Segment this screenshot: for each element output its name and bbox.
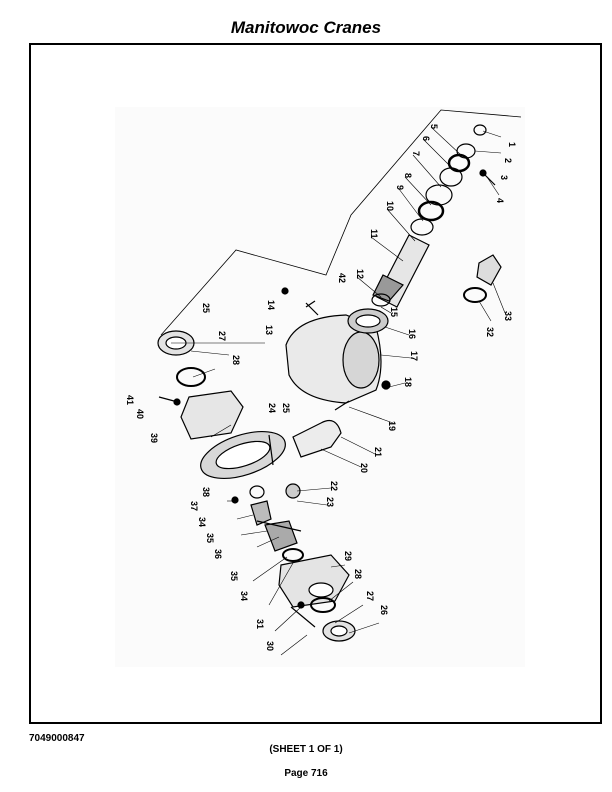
callout-10: 10 xyxy=(385,201,395,211)
callout-22: 22 xyxy=(329,481,339,491)
callout-42: 42 xyxy=(337,273,347,283)
callout-14: 14 xyxy=(266,300,276,310)
callout-24: 24 xyxy=(267,403,277,413)
spider-gears xyxy=(231,483,304,562)
callout-23: 23 xyxy=(325,497,335,507)
page-number: Page 716 xyxy=(284,768,328,779)
carrier-housing xyxy=(285,308,391,404)
callout-38: 38 xyxy=(201,487,211,497)
differential-case-lower xyxy=(278,554,350,608)
yoke-and-seal xyxy=(463,254,502,303)
callout-18: 18 xyxy=(403,377,413,387)
page-title: Manitowoc Cranes xyxy=(230,18,382,37)
callout-17: 17 xyxy=(409,351,419,361)
callout-8: 8 xyxy=(403,173,413,178)
lower-bearing xyxy=(290,597,356,642)
callout-29: 29 xyxy=(343,551,353,561)
callout-25: 25 xyxy=(281,403,291,413)
callout-6: 6 xyxy=(421,136,431,141)
callout-9: 9 xyxy=(395,185,405,190)
callout-3: 3 xyxy=(499,175,509,180)
leader-lines xyxy=(171,126,506,656)
callout-25b: 25 xyxy=(201,303,211,313)
bolts-13-14 xyxy=(281,287,319,316)
callout-40: 40 xyxy=(135,409,145,419)
boundary-line xyxy=(160,109,522,336)
callout-34: 34 xyxy=(197,517,207,527)
callout-2: 2 xyxy=(503,158,513,163)
callout-33: 33 xyxy=(503,311,513,321)
callout-numbers: 1 2 3 4 5 6 7 8 9 10 11 12 13 14 15 16 1… xyxy=(125,124,517,651)
callout-4: 4 xyxy=(495,198,505,203)
exploded-view-diagram: 1 2 3 4 5 6 7 8 9 10 11 12 13 14 15 16 1… xyxy=(115,107,525,667)
callout-41: 41 xyxy=(125,395,135,405)
diagram-frame: 1 2 3 4 5 6 7 8 9 10 11 12 13 14 15 16 1… xyxy=(29,43,602,724)
callout-26: 26 xyxy=(379,605,389,615)
callout-19: 19 xyxy=(387,421,397,431)
callout-21: 21 xyxy=(373,447,383,457)
callout-36: 36 xyxy=(213,549,223,559)
document-number: 7049000847 xyxy=(29,733,85,744)
callout-30: 30 xyxy=(265,641,275,651)
sheet-indicator: (SHEET 1 OF 1) xyxy=(269,744,343,755)
callout-5: 5 xyxy=(429,124,439,129)
callout-28b: 28 xyxy=(353,569,363,579)
callout-35b: 35 xyxy=(229,571,239,581)
callout-1: 1 xyxy=(507,142,517,147)
ring-gear xyxy=(200,431,286,479)
adjuster-lock xyxy=(292,400,350,458)
callout-31: 31 xyxy=(255,619,265,629)
callout-7: 7 xyxy=(411,151,421,156)
callout-32: 32 xyxy=(485,327,495,337)
callout-34b: 34 xyxy=(239,591,249,601)
callout-28: 28 xyxy=(231,355,241,365)
callout-11: 11 xyxy=(369,229,379,239)
callout-16: 16 xyxy=(407,329,417,339)
callout-15: 15 xyxy=(389,307,399,317)
callout-39: 39 xyxy=(149,433,159,443)
callout-35: 35 xyxy=(205,533,215,543)
callout-13: 13 xyxy=(264,325,274,335)
callout-27b: 27 xyxy=(365,591,375,601)
callout-27: 27 xyxy=(217,331,227,341)
callout-37: 37 xyxy=(189,501,199,511)
callout-20: 20 xyxy=(359,463,369,473)
pinion-assembly xyxy=(371,124,496,308)
callout-12: 12 xyxy=(355,269,365,279)
